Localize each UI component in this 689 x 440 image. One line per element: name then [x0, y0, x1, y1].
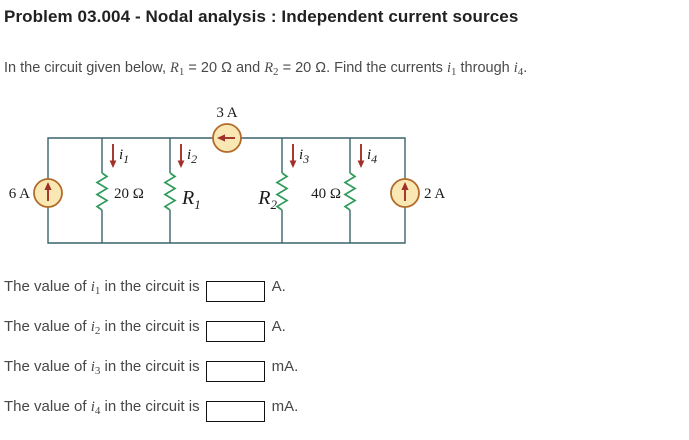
variable-i1-subscript: 1 [451, 66, 457, 78]
question-text: in the circuit is [100, 398, 200, 415]
down-arrow-icon [109, 160, 117, 168]
variable-R2-subscript: 2 [273, 66, 279, 78]
branch-current-arrow-i4: i4 [357, 144, 377, 168]
answer-input-i2[interactable] [205, 320, 265, 342]
problem-statement: In the circuit given below, R1 = 20 Ω an… [4, 60, 527, 78]
current-source-2A: 2 A [390, 178, 445, 208]
current-source-3A: 3 A [212, 105, 242, 153]
question-row-i2: The value of i2 in the circuit is A. [4, 316, 286, 342]
question-text: The value of [4, 358, 91, 375]
answer-input-i3[interactable] [205, 360, 265, 382]
variable-i4-subscript: 4 [94, 405, 101, 417]
unit-label: mA. [271, 358, 299, 375]
resistor-zigzag [275, 172, 289, 211]
resistor-branch-R2: R2 [257, 138, 289, 243]
variable-i4-subscript: 4 [517, 66, 524, 78]
variable-i3-subscript: 3 [94, 365, 101, 377]
question-text: in the circuit is [100, 358, 200, 375]
resistor-zigzag [163, 172, 177, 211]
current-label-i1: i1 [119, 147, 129, 166]
variable-i4: i [513, 60, 518, 76]
current-label-i3: i3 [299, 147, 309, 166]
statement-text: In the circuit given below, [4, 60, 171, 76]
resistor-label-R1: R1 [181, 187, 201, 212]
statement-text: = 20 Ω. Find the currents [278, 60, 447, 76]
unit-label: A. [271, 318, 286, 335]
current-label-i4: i4 [367, 147, 377, 166]
statement-text: = 20 Ω and [184, 60, 265, 76]
question-text: The value of [4, 398, 91, 415]
down-arrow-icon [289, 160, 297, 168]
circuit-outer-wire [47, 137, 406, 244]
question-text: The value of [4, 278, 91, 295]
down-arrow-icon [177, 160, 185, 168]
up-arrow-icon [44, 182, 52, 190]
variable-R1-subscript: 1 [178, 66, 185, 78]
question-text: in the circuit is [100, 278, 200, 295]
variable-i1-subscript: 1 [94, 285, 101, 297]
source-label-3A: 3 A [216, 105, 237, 121]
unit-label: A. [271, 278, 286, 295]
question-text: in the circuit is [100, 318, 200, 335]
current-source-6A: 6 A [9, 178, 63, 208]
circuit-svg: 20 Ω R1 R2 40 Ω i1 i2 i3 i4 [9, 105, 445, 244]
current-label-i2: i2 [187, 147, 197, 166]
resistor-label-40ohm: 40 Ω [311, 186, 341, 202]
variable-i1: i [90, 279, 95, 295]
answer-input-i4[interactable] [205, 400, 265, 422]
resistor-label-R2: R2 [257, 187, 277, 212]
resistor-branch-20ohm: 20 Ω [95, 138, 144, 243]
variable-i1: i [446, 60, 451, 76]
variable-i2: i [90, 319, 95, 335]
left-arrow-icon [217, 134, 225, 142]
question-text: The value of [4, 318, 91, 335]
down-arrow-icon [357, 160, 365, 168]
variable-i3: i [90, 359, 95, 375]
up-arrow-icon [401, 182, 409, 190]
variable-R2: R [264, 60, 274, 76]
resistor-branch-40ohm: 40 Ω [311, 138, 357, 243]
resistor-zigzag [95, 172, 109, 211]
resistor-zigzag [343, 172, 357, 211]
question-row-i1: The value of i1 in the circuit is A. [4, 276, 286, 302]
branch-current-arrow-i2: i2 [177, 144, 197, 168]
statement-text: . [523, 60, 528, 76]
resistor-label-20ohm: 20 Ω [114, 186, 144, 202]
source-label-6A: 6 A [9, 186, 30, 202]
circuit-diagram: 20 Ω R1 R2 40 Ω i1 i2 i3 i4 [0, 100, 460, 255]
statement-text: through [456, 60, 514, 76]
answer-input-i1[interactable] [205, 280, 265, 302]
question-row-i3: The value of i3 in the circuit is mA. [4, 356, 298, 382]
page-title: Problem 03.004 - Nodal analysis : Indepe… [4, 7, 519, 26]
branch-current-arrow-i1: i1 [109, 144, 129, 168]
branch-current-arrow-i3: i3 [289, 144, 309, 168]
resistor-branch-R1: R1 [163, 138, 201, 243]
unit-label: mA. [271, 398, 299, 415]
variable-i2-subscript: 2 [94, 325, 101, 337]
question-row-i4: The value of i4 in the circuit is mA. [4, 396, 298, 422]
variable-R1: R [170, 60, 179, 76]
source-label-2A: 2 A [424, 186, 445, 202]
variable-i4: i [90, 399, 95, 415]
